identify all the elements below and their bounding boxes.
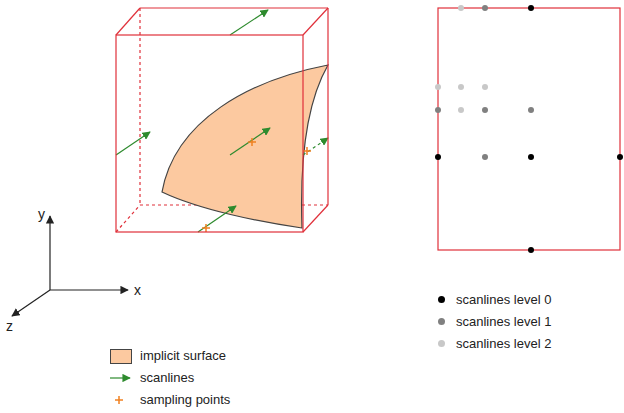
legend-swatch xyxy=(110,349,132,364)
legend-swatch xyxy=(438,340,445,347)
legend-text: scanlines level 2 xyxy=(456,336,551,352)
axis-label: z xyxy=(6,318,13,334)
legend-text: scanlines xyxy=(140,370,194,386)
legend-swatch xyxy=(438,296,445,303)
axis-label: x xyxy=(134,282,141,298)
legend-swatch xyxy=(438,318,445,325)
legend-text: scanlines level 0 xyxy=(456,292,551,308)
legend-text: scanlines level 1 xyxy=(456,314,551,330)
legend-text: sampling points xyxy=(140,392,230,408)
legend-text: implicit surface xyxy=(140,348,226,364)
axis-label: y xyxy=(38,206,45,222)
